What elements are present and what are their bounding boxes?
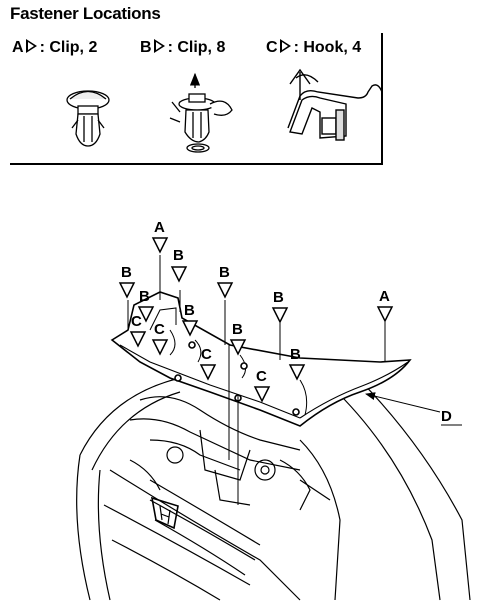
callout-b-7: B xyxy=(229,321,247,356)
legend-item-a: A : Clip, 2 xyxy=(12,38,97,57)
triangle-marker-icon xyxy=(216,282,234,299)
triangle-marker-icon xyxy=(151,339,169,356)
callout-letter-b: B xyxy=(121,264,132,281)
callout-leader-lines xyxy=(127,255,441,505)
splash-shield-panel xyxy=(110,291,412,427)
triangle-marker-icon xyxy=(376,306,394,323)
callout-letter-a: A xyxy=(379,288,390,305)
callout-c-1: C xyxy=(129,313,147,348)
triangle-marker-icon xyxy=(288,364,306,381)
triangle-marker-icon xyxy=(170,266,188,283)
callout-d: D xyxy=(441,408,462,426)
clip-a-icon xyxy=(66,90,110,147)
legend-text-c: : Hook, 4 xyxy=(293,39,362,56)
callout-b-5: B xyxy=(216,264,234,299)
callout-b-6: B xyxy=(271,289,289,324)
callout-a-left: A xyxy=(151,219,169,254)
callout-letter-c: C xyxy=(256,368,267,385)
callout-letter-b: B xyxy=(273,289,284,306)
legend-text-b: : Clip, 8 xyxy=(167,39,226,56)
triangle-marker-icon xyxy=(129,331,147,348)
triangle-marker-icon xyxy=(229,339,247,356)
callout-letter-b: B xyxy=(290,346,301,363)
callout-b-8: B xyxy=(288,346,306,381)
callout-letter-b: B xyxy=(184,302,195,319)
callout-letter-c: C xyxy=(131,313,142,330)
legend-letter-a: A xyxy=(12,39,24,56)
callout-c-4: C xyxy=(253,368,271,403)
triangle-marker-icon xyxy=(253,386,271,403)
hook-c-icon xyxy=(287,68,383,141)
triangle-marker-icon xyxy=(271,307,289,324)
callout-letter-c: C xyxy=(154,321,165,338)
triangle-marker-icon xyxy=(181,320,199,337)
legend-letter-b: B xyxy=(140,39,152,56)
callout-letter-d: D xyxy=(441,408,452,425)
triangle-marker-icon xyxy=(151,237,169,254)
page-title: Fastener Locations xyxy=(10,4,161,23)
callout-letter-b: B xyxy=(173,247,184,264)
callout-a-right: A xyxy=(376,288,394,323)
triangle-marker-icon xyxy=(199,364,217,381)
triangle-marker-icon xyxy=(137,306,155,323)
callout-letter-c: C xyxy=(201,346,212,363)
legend-text-a: : Clip, 2 xyxy=(39,39,98,56)
callout-letter-b: B xyxy=(139,288,150,305)
callout-b-4: B xyxy=(181,302,199,337)
legend-item-c: C : Hook, 4 xyxy=(266,38,361,57)
callout-c-2: C xyxy=(151,321,169,356)
legend-letter-c: C xyxy=(266,39,278,56)
triangle-marker-icon xyxy=(25,39,37,53)
callout-letter-b: B xyxy=(232,321,243,338)
legend-frame-right xyxy=(381,33,383,165)
callout-b-1: B xyxy=(118,264,136,299)
triangle-marker-icon xyxy=(279,39,291,53)
legend-item-b: B : Clip, 8 xyxy=(140,38,225,57)
callout-c-3: C xyxy=(199,346,217,381)
callout-b-3: B xyxy=(170,247,188,283)
callout-letter-a: A xyxy=(154,219,165,236)
triangle-marker-icon xyxy=(118,282,136,299)
legend-frame-bottom xyxy=(10,163,383,165)
callout-letter-b: B xyxy=(219,264,230,281)
triangle-marker-icon xyxy=(153,39,165,53)
clip-b-icon xyxy=(169,72,233,153)
callout-b-2: B xyxy=(137,288,155,323)
